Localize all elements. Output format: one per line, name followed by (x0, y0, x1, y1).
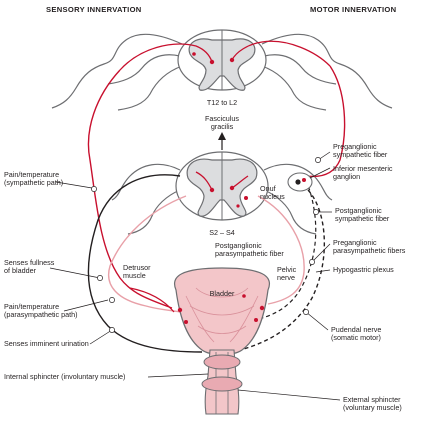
lower-spinal-cord (111, 151, 333, 235)
anchor-markers (91, 157, 321, 333)
bladder (174, 267, 270, 356)
inferior-mesenteric-ganglion (287, 172, 313, 192)
senses-imminent-label: Senses imminent urination (4, 339, 89, 348)
bladder-label: Bladder (209, 289, 235, 298)
ascending-arrow (218, 132, 226, 150)
internal-sphincter-label: Internal sphincter (involuntary muscle) (4, 372, 126, 381)
somatic-sensory-path (87, 174, 203, 353)
pudendal-nerve-label: Pudendal nerve (somatic motor) (331, 325, 382, 343)
upper-cord-red-pathways (119, 40, 331, 71)
hypogastric-plexus-label: Hypogastric plexus (333, 265, 394, 274)
motor-innervation-header: MOTOR INNERVATION (310, 5, 397, 14)
inferior-mesenteric-label: Inferior mesenteric ganglion (333, 164, 393, 182)
detrusor-muscle-label: Detrusor muscle (123, 263, 151, 281)
sensory-innervation-header: SENSORY INNERVATION (46, 5, 142, 14)
urethra (201, 349, 243, 415)
onuf-nucleus-label: Onuf nucleus (260, 184, 285, 202)
lower-cord-level-label: S2 – S4 (209, 228, 235, 237)
parasympathetic-sensory-path (108, 195, 187, 313)
postganglionic-sympathetic-label: Postganglionic sympathetic fiber (335, 206, 390, 224)
sensory-sympathetic-path (87, 69, 173, 309)
preganglionic-sympathetic-path (305, 65, 346, 178)
pudendal-motor-path (239, 189, 326, 351)
pelvic-nerve-label: Pelvic nerve (277, 265, 297, 283)
pain-sympathetic-label: Pain/temperature (sympathetic path) (4, 170, 64, 188)
parasympathetic-motor-path (257, 195, 305, 305)
detrusor-fiber (129, 287, 175, 313)
external-sphincter-label: External sphincter (voluntary muscle) (343, 395, 402, 413)
leader-lines (49, 151, 341, 401)
upper-cord-level-label: T12 to L2 (206, 98, 238, 107)
preganglionic-sympathetic-label: Preganglionic sympathetic fiber (333, 142, 388, 160)
pain-parasympathetic-label: Pain/temperature (parasympathetic path) (4, 302, 78, 320)
senses-fullness-label: Senses fullness of bladder (4, 258, 55, 276)
postganglionic-parasympathetic-label: Postganglionic parasympathetic fiber (215, 241, 284, 259)
preganglionic-parasympathetic-label: Preganglionic parasympathetic fibers (333, 238, 406, 256)
postganglionic-symp-to-bladder (261, 179, 317, 319)
fasciculus-gracilis-label: Fasciculus gracilis (205, 114, 239, 132)
lower-cord-red-pathways (195, 171, 249, 208)
